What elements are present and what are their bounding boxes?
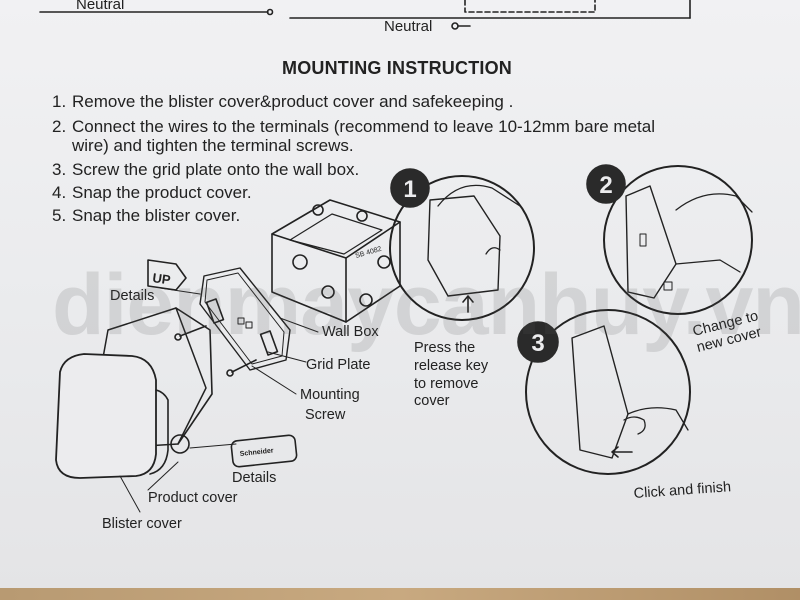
- step-3: 3. Screw the grid plate onto the wall box…: [52, 160, 359, 180]
- step-2: 2. Connect the wires to the terminals (re…: [52, 117, 655, 137]
- step-text: Remove the blister cover&product cover a…: [72, 92, 514, 111]
- wall-box: [271, 199, 401, 323]
- callout-1-circle: [389, 175, 535, 321]
- callout-1-text-line-2: release key: [414, 358, 489, 374]
- mounting-label: Mounting: [300, 387, 360, 403]
- callout-2-circle: [603, 165, 753, 315]
- terminal-dot: [266, 8, 274, 16]
- callout-3-number: 3: [531, 330, 544, 357]
- page-title: MOUNTING INSTRUCTION: [282, 58, 512, 78]
- callout-1-number: 1: [403, 176, 416, 203]
- step-4: 4. Snap the product cover.: [52, 183, 252, 203]
- terminal-circle: [451, 22, 459, 30]
- table-surface: [0, 588, 800, 600]
- watermark: dienmaycanhuy.vn: [52, 257, 800, 353]
- blister-cover: [55, 353, 169, 479]
- mounting-screw-top: [174, 325, 207, 341]
- callout-3-badge: [517, 321, 559, 363]
- dashed-box: [464, 0, 596, 13]
- grid-plate-label: Grid Plate: [306, 357, 370, 373]
- details-label-top: Details: [110, 288, 154, 304]
- step-text: Screw the grid plate onto the wall box.: [72, 160, 360, 179]
- callout-2-number: 2: [599, 172, 612, 199]
- step-text: Snap the blister cover.: [72, 206, 241, 225]
- step-number: 4.: [52, 183, 67, 202]
- step-text: Connect the wires to the terminals (reco…: [72, 117, 655, 136]
- callout-1-text-line-4: cover: [414, 393, 450, 409]
- detail-circle: [170, 434, 190, 454]
- brand-label: Schneider: [239, 447, 274, 458]
- step-5: 5. Snap the blister cover.: [52, 206, 240, 226]
- callout-3-text: Click and finish: [633, 479, 731, 502]
- blister-cover-label: Blister cover: [102, 516, 182, 532]
- step-2-continued: wire) and tighten the terminal screws.: [72, 136, 354, 155]
- neutral-label-right: Neutral: [384, 18, 433, 35]
- callout-1-text-line-1: Press the: [414, 340, 475, 356]
- step-1: 1. Remove the blister cover&product cover…: [52, 92, 513, 112]
- up-tag-label: UP: [152, 270, 172, 287]
- mounting-screw-bottom: [226, 359, 257, 377]
- step-number: 5.: [52, 206, 67, 225]
- callout-1-badge: [390, 168, 430, 208]
- step-number: 2.: [52, 117, 67, 136]
- up-tag: [147, 259, 187, 291]
- callout-1-text-line-3: to remove: [414, 376, 478, 392]
- product-cover-label: Product cover: [148, 490, 238, 506]
- neutral-label-left: Neutral: [76, 0, 125, 13]
- brand-label-box: [230, 434, 298, 468]
- callout-2-badge: [586, 164, 626, 204]
- screw-label: Screw: [305, 407, 346, 423]
- details-label-bottom: Details: [232, 470, 276, 486]
- wall-box-label: Wall Box: [322, 324, 379, 340]
- callout-3-circle: [525, 309, 691, 475]
- step-number: 1.: [52, 92, 67, 111]
- step-number: 3.: [52, 160, 67, 179]
- step-text: Snap the product cover.: [72, 183, 252, 202]
